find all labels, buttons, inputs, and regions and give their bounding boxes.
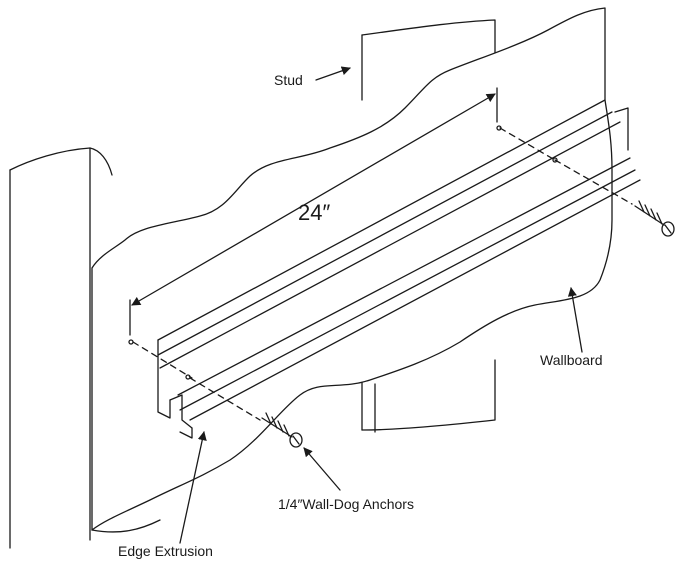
extrusion-label: Edge Extrusion	[118, 543, 213, 559]
left-screw	[261, 412, 303, 448]
dimension-line	[129, 87, 498, 336]
anchors-label: 1/4″Wall-Dog Anchors	[278, 496, 414, 512]
wallboard-arrow	[567, 287, 583, 353]
hole-left-rail	[185, 374, 191, 380]
wallboard-panel	[91, 7, 613, 531]
stud-label: Stud	[274, 72, 303, 88]
stud-arrow	[315, 66, 351, 81]
left-stud	[9, 147, 113, 549]
anchor-centerlines	[132, 127, 633, 421]
extrusion-arrow	[179, 431, 207, 544]
right-screw	[634, 200, 675, 237]
rear-stud	[361, 19, 496, 433]
dimension-label: 24″	[298, 200, 330, 225]
wallboard-edge	[91, 519, 161, 533]
wallboard-label: Wallboard	[540, 352, 603, 368]
hole-left-wall	[128, 339, 134, 345]
hole-right-wall	[496, 125, 502, 131]
anchors-arrow	[303, 447, 341, 491]
hole-right-rail	[552, 157, 558, 163]
